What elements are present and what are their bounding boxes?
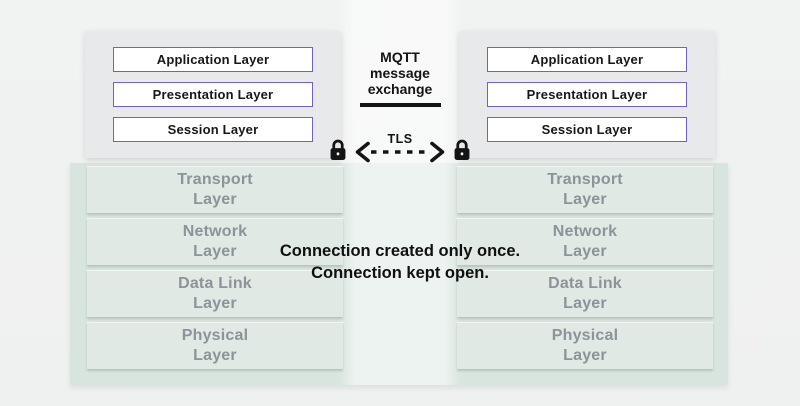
connection-note: Connection created only once. Connection…: [200, 240, 600, 284]
left-transport-layer-label2: Layer: [193, 190, 237, 208]
left-lower-layers-column: Transport Layer Network Layer Data Link …: [87, 166, 343, 374]
left-physical-layer-box: Physical Layer: [87, 322, 343, 369]
mqtt-underline: [359, 103, 441, 107]
right-session-layer-label: Session Layer: [541, 122, 633, 137]
left-application-layer-label: Application Layer: [156, 52, 270, 67]
mqtt-label-line3: exchange: [367, 81, 433, 97]
right-application-layer-box: Application Layer: [487, 47, 687, 72]
right-physical-layer-label2: Layer: [563, 346, 607, 364]
tls-dashed-arrow-icon: TLS: [352, 132, 448, 163]
left-network-layer-label: Network: [182, 222, 248, 240]
mqtt-exchange-label: MQTT message exchange: [340, 49, 460, 107]
right-network-layer-box: Network Layer: [457, 218, 713, 265]
right-session-layer-box: Session Layer: [487, 117, 687, 142]
tls-exchange-row: TLS: [329, 132, 471, 163]
right-physical-layer-box: Physical Layer: [457, 322, 713, 369]
right-transport-layer-label2: Layer: [563, 190, 607, 208]
left-upper-layers-card: Application Layer Presentation Layer Ses…: [85, 31, 341, 158]
left-datalink-layer-label: Data Link: [178, 274, 252, 292]
right-lower-layers-column: Transport Layer Network Layer Data Link …: [457, 166, 713, 374]
left-application-layer-box: Application Layer: [113, 47, 313, 72]
right-transport-layer-box: Transport Layer: [457, 166, 713, 213]
left-physical-layer-label2: Layer: [193, 346, 237, 364]
left-physical-layer-label: Physical: [181, 326, 249, 344]
right-application-layer-label: Application Layer: [530, 52, 644, 67]
right-presentation-layer-box: Presentation Layer: [487, 82, 687, 107]
mqtt-label-line1: MQTT: [380, 49, 420, 65]
mqtt-label-line2: message: [370, 65, 430, 81]
center-highlight-strip: [338, 0, 462, 385]
lock-icon: [454, 139, 470, 160]
lock-icon: [330, 139, 346, 160]
right-presentation-layer-label: Presentation Layer: [526, 87, 648, 102]
left-datalink-layer-label2: Layer: [193, 294, 237, 312]
right-upper-layers-card: Application Layer Presentation Layer Ses…: [459, 31, 715, 158]
left-presentation-layer-label: Presentation Layer: [152, 87, 274, 102]
right-datalink-layer-label: Data Link: [548, 274, 622, 292]
right-transport-layer-label: Transport: [547, 170, 623, 188]
right-network-layer-label2: Layer: [563, 242, 607, 260]
right-datalink-layer-box: Data Link Layer: [457, 270, 713, 317]
left-network-layer-label2: Layer: [193, 242, 237, 260]
right-physical-layer-label: Physical: [551, 326, 619, 344]
left-presentation-layer-box: Presentation Layer: [113, 82, 313, 107]
right-datalink-layer-label2: Layer: [563, 294, 607, 312]
connection-note-line2: Connection kept open.: [311, 264, 489, 282]
left-session-layer-label: Session Layer: [167, 122, 259, 137]
right-network-layer-label: Network: [552, 222, 618, 240]
tls-label: TLS: [387, 132, 413, 146]
left-datalink-layer-box: Data Link Layer: [87, 270, 343, 317]
left-network-layer-box: Network Layer: [87, 218, 343, 265]
left-transport-layer-box: Transport Layer: [87, 166, 343, 213]
connection-note-line1: Connection created only once.: [279, 242, 521, 260]
left-session-layer-box: Session Layer: [113, 117, 313, 142]
left-transport-layer-label: Transport: [177, 170, 253, 188]
